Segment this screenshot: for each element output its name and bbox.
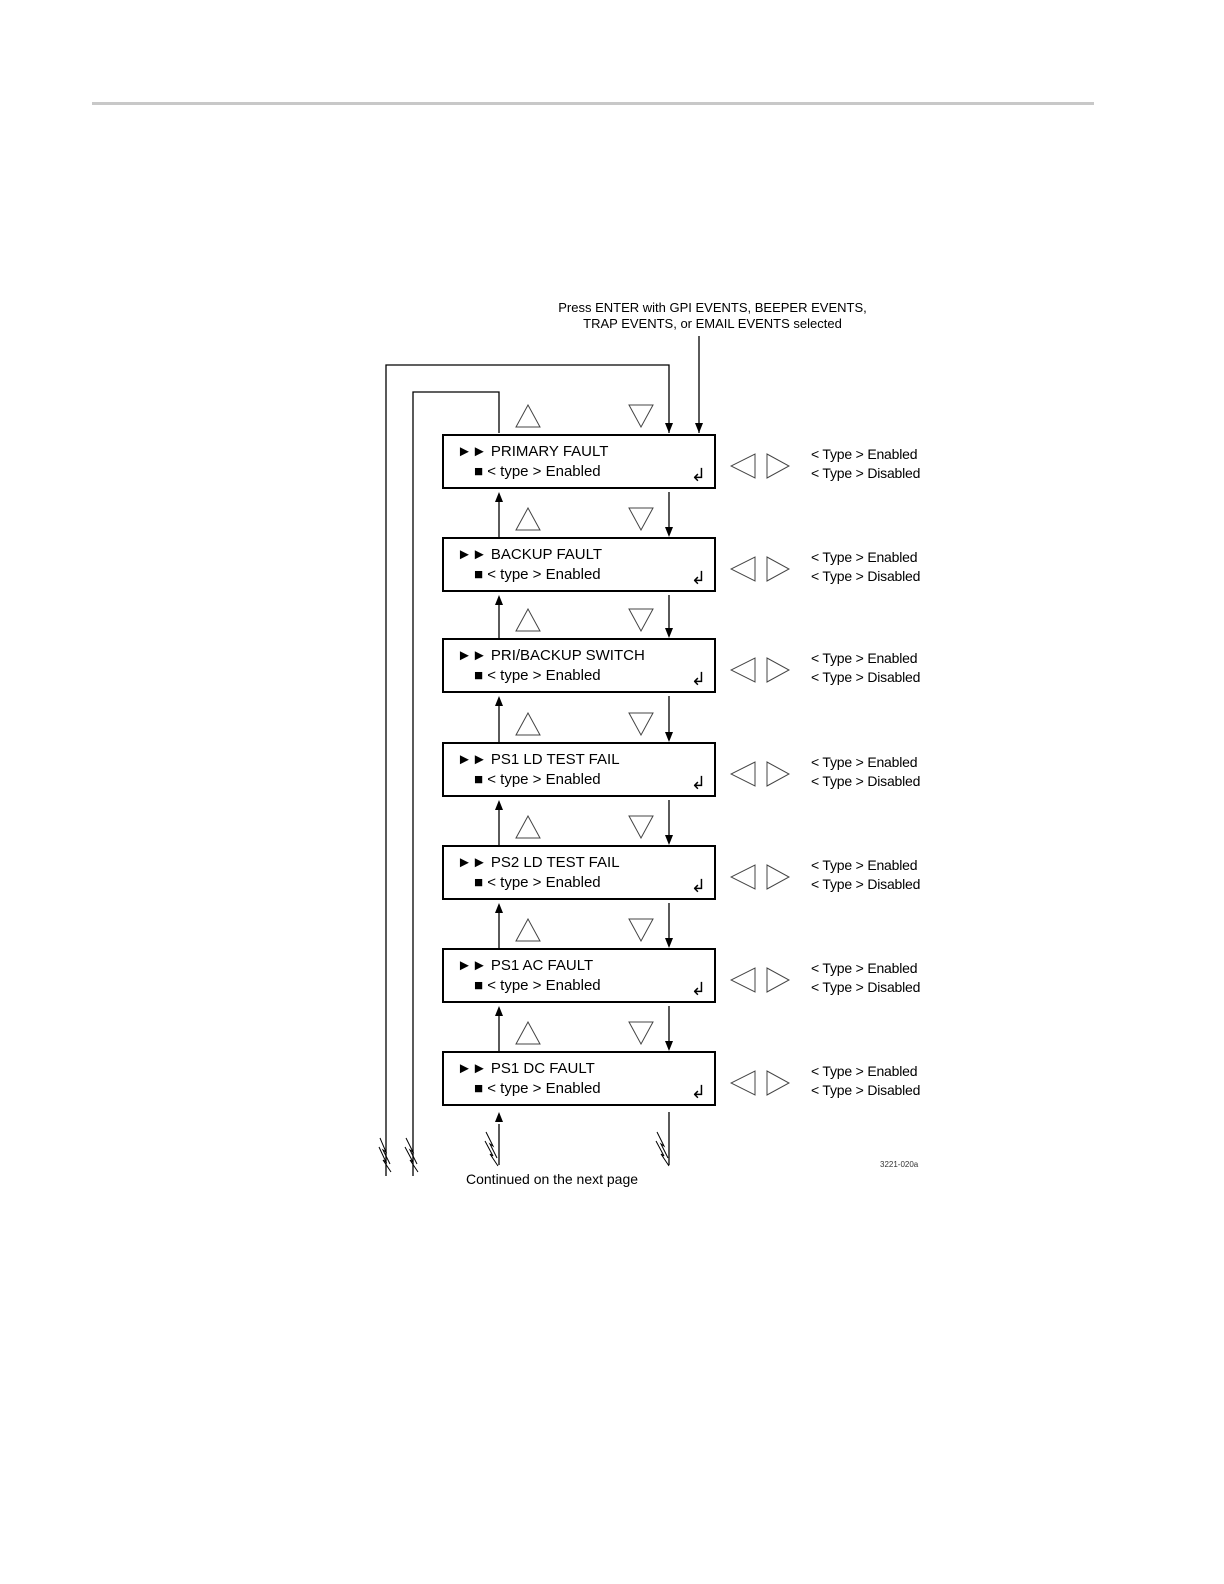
screen-value: ■ < type > Enabled: [474, 874, 601, 891]
down-arrow-icon: [628, 1021, 654, 1045]
enter-icon: ↲: [690, 465, 706, 485]
option-enabled: < Type > Enabled: [811, 549, 918, 565]
menu-screen: ►► PRI/BACKUP SWITCH ■ < type > Enabled ↲: [442, 638, 716, 693]
up-arrow-icon: [515, 608, 541, 632]
right-arrow-icon: [766, 967, 790, 993]
menu-screen: ►► PS1 AC FAULT ■ < type > Enabled ↲: [442, 948, 716, 1003]
left-arrow-icon: [730, 967, 756, 993]
right-arrow-icon: [766, 864, 790, 890]
down-arrow-icon: [628, 404, 654, 428]
up-arrow-icon: [515, 815, 541, 839]
right-arrow-icon: [766, 556, 790, 582]
option-disabled: < Type > Disabled: [811, 979, 921, 995]
screen-value: ■ < type > Enabled: [474, 977, 601, 994]
option-enabled: < Type > Enabled: [811, 857, 918, 873]
screen-value: ■ < type > Enabled: [474, 1080, 601, 1097]
screen-title: ►► PS2 LD TEST FAIL: [457, 854, 620, 871]
up-arrow-icon: [515, 404, 541, 428]
enter-icon: ↲: [690, 773, 706, 793]
menu-screen: ►► BACKUP FAULT ■ < type > Enabled ↲: [442, 537, 716, 592]
option-enabled: < Type > Enabled: [811, 446, 918, 462]
screen-title: ►► PS1 AC FAULT: [457, 957, 594, 974]
option-enabled: < Type > Enabled: [811, 650, 918, 666]
break-marks: [378, 1131, 670, 1173]
intro-line-2: TRAP EVENTS, or EMAIL EVENTS selected: [583, 316, 842, 331]
screen-title: ►► PRIMARY FAULT: [457, 443, 609, 460]
option-list: < Type > Enabled < Type > Disabled: [811, 856, 920, 894]
down-arrow-icon: [628, 608, 654, 632]
option-list: < Type > Enabled < Type > Disabled: [811, 548, 920, 586]
left-arrow-icon: [730, 864, 756, 890]
down-arrow-icon: [628, 507, 654, 531]
enter-icon: ↲: [690, 876, 706, 896]
right-arrow-icon: [766, 453, 790, 479]
up-arrow-icon: [515, 918, 541, 942]
figure-id: 3221-020a: [880, 1160, 919, 1169]
screen-title: ►► PS1 DC FAULT: [457, 1060, 595, 1077]
up-arrow-icon: [515, 712, 541, 736]
option-enabled: < Type > Enabled: [811, 1063, 918, 1079]
left-arrow-icon: [730, 1070, 756, 1096]
intro-caption: Press ENTER with GPI EVENTS, BEEPER EVEN…: [520, 300, 905, 332]
intro-line-1: Press ENTER with GPI EVENTS, BEEPER EVEN…: [558, 300, 867, 315]
menu-screen: ►► PS1 DC FAULT ■ < type > Enabled ↲: [442, 1051, 716, 1106]
enter-icon: ↲: [690, 568, 706, 588]
screen-value: ■ < type > Enabled: [474, 566, 601, 583]
down-arrow-icon: [628, 918, 654, 942]
screen-title: ►► BACKUP FAULT: [457, 546, 603, 563]
menu-screen: ►► PRIMARY FAULT ■ < type > Enabled ↲: [442, 434, 716, 489]
enter-icon: ↲: [690, 979, 706, 999]
down-arrow-icon: [628, 712, 654, 736]
wrap-loop-down: [385, 364, 670, 1176]
option-list: < Type > Enabled < Type > Disabled: [811, 753, 920, 791]
right-arrow-icon: [766, 657, 790, 683]
header-rule: [92, 102, 1094, 105]
screen-value: ■ < type > Enabled: [474, 771, 601, 788]
option-list: < Type > Enabled < Type > Disabled: [811, 649, 920, 687]
left-arrow-icon: [730, 761, 756, 787]
menu-screen: ►► PS1 LD TEST FAIL ■ < type > Enabled ↲: [442, 742, 716, 797]
option-disabled: < Type > Disabled: [811, 568, 921, 584]
up-arrow-icon: [515, 1021, 541, 1045]
screen-value: ■ < type > Enabled: [474, 667, 601, 684]
continued-note: Continued on the next page: [466, 1171, 639, 1187]
option-disabled: < Type > Disabled: [811, 1082, 921, 1098]
option-disabled: < Type > Disabled: [811, 465, 921, 481]
enter-icon: ↲: [690, 1082, 706, 1102]
left-arrow-icon: [730, 657, 756, 683]
screen-value: ■ < type > Enabled: [474, 463, 601, 480]
wrap-loop-up: [412, 391, 500, 1176]
menu-screen: ►► PS2 LD TEST FAIL ■ < type > Enabled ↲: [442, 845, 716, 900]
screen-title: ►► PRI/BACKUP SWITCH: [457, 647, 645, 664]
option-enabled: < Type > Enabled: [811, 960, 918, 976]
down-arrow-icon: [628, 815, 654, 839]
right-arrow-icon: [766, 1070, 790, 1096]
option-list: < Type > Enabled < Type > Disabled: [811, 1062, 920, 1100]
left-arrow-icon: [730, 556, 756, 582]
option-disabled: < Type > Disabled: [811, 876, 921, 892]
right-arrow-icon: [766, 761, 790, 787]
up-arrow-icon: [515, 507, 541, 531]
option-enabled: < Type > Enabled: [811, 754, 918, 770]
option-disabled: < Type > Disabled: [811, 773, 921, 789]
option-list: < Type > Enabled < Type > Disabled: [811, 445, 920, 483]
left-arrow-icon: [730, 453, 756, 479]
enter-icon: ↲: [690, 669, 706, 689]
option-disabled: < Type > Disabled: [811, 669, 921, 685]
screen-title: ►► PS1 LD TEST FAIL: [457, 751, 620, 768]
option-list: < Type > Enabled < Type > Disabled: [811, 959, 920, 997]
